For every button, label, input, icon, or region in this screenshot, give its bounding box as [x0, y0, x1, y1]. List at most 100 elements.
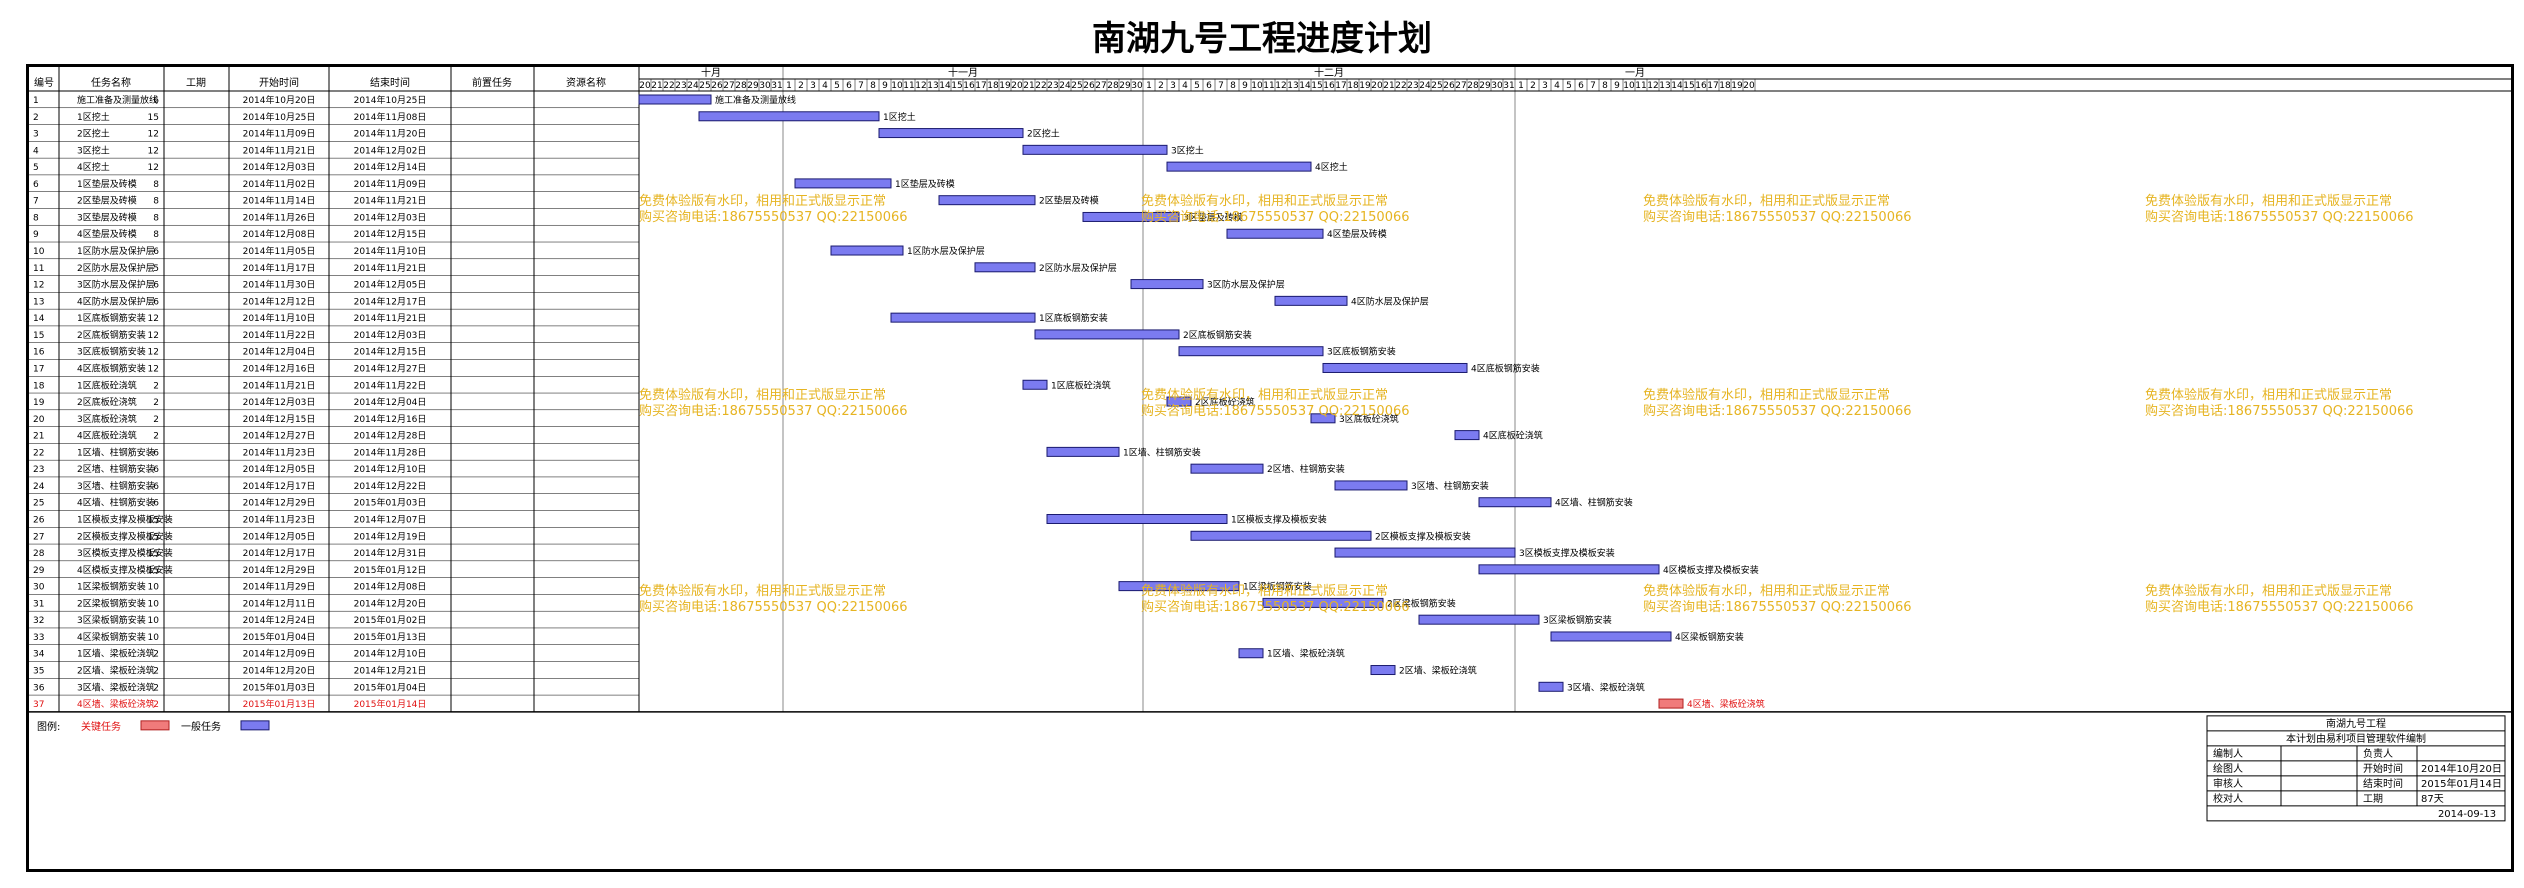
day-label: 9	[1242, 81, 1248, 91]
task-bar	[1478, 564, 1660, 575]
task-bar-label: 3区垫层及砖模	[1183, 211, 1243, 223]
task-start: 2015年01月04日	[243, 631, 316, 643]
task-end: 2014年12月15日	[354, 228, 427, 240]
task-bar-label: 2区墙、柱钢筋安装	[1267, 463, 1345, 475]
day-label: 8	[1602, 81, 1608, 91]
task-start: 2014年11月26日	[243, 211, 316, 223]
task-start: 2014年11月23日	[243, 446, 316, 458]
day-label: 29	[1479, 81, 1491, 91]
task-end: 2014年12月16日	[354, 413, 427, 425]
task-end: 2014年12月31日	[354, 547, 427, 559]
day-label: 1	[1146, 81, 1152, 91]
day-label: 31	[1503, 81, 1514, 91]
task-end: 2014年10月25日	[354, 94, 427, 106]
task-id: 29	[33, 566, 45, 576]
task-id: 10	[33, 247, 45, 257]
task-start: 2014年11月23日	[243, 514, 316, 526]
task-id: 7	[33, 197, 39, 207]
task-name: 4区墙、柱钢筋安装	[77, 497, 155, 509]
task-name: 2区墙、梁板砼浇筑	[77, 665, 155, 677]
task-name: 3区垫层及砖模	[77, 211, 137, 223]
task-bar	[698, 111, 880, 122]
task-name: 2区挖土	[77, 128, 110, 140]
day-label: 20	[639, 81, 651, 91]
task-end: 2014年12月17日	[354, 295, 427, 307]
info-date: 2014-09-13	[2438, 809, 2496, 820]
task-duration: 8	[153, 213, 159, 223]
legend-critical-label: 关键任务	[81, 720, 121, 733]
day-label: 11	[1263, 81, 1274, 91]
task-start: 2014年10月20日	[243, 94, 316, 106]
task-end: 2014年12月21日	[354, 665, 427, 677]
task-duration: 15	[148, 532, 159, 542]
day-label: 16	[963, 81, 975, 91]
task-end: 2014年12月03日	[354, 329, 427, 341]
task-bar	[1262, 597, 1384, 608]
task-name: 1区垫层及砖模	[77, 178, 137, 190]
task-duration: 6	[153, 96, 159, 106]
watermark-line2: 购买咨询电话:18675550537 QQ:22150066	[639, 599, 908, 615]
task-bar-label: 2区底板砼浇筑	[1195, 396, 1255, 408]
task-bar	[1046, 446, 1120, 457]
day-label: 25	[699, 81, 710, 91]
task-bar	[938, 195, 1036, 206]
task-duration: 5	[153, 264, 159, 274]
day-label: 20	[1011, 81, 1023, 91]
day-label: 6	[1206, 81, 1212, 91]
task-id: 27	[33, 532, 44, 542]
day-label: 24	[1419, 81, 1431, 91]
task-end: 2014年12月07日	[354, 514, 427, 526]
watermark-line2: 购买咨询电话:18675550537 QQ:22150066	[1141, 403, 1410, 419]
task-end: 2014年11月08日	[354, 111, 427, 123]
day-label: 28	[1467, 81, 1479, 91]
task-end: 2014年12月19日	[354, 530, 427, 542]
day-label: 22	[1035, 81, 1046, 91]
day-label: 30	[759, 81, 771, 91]
task-bar	[1190, 530, 1372, 541]
day-label: 9	[882, 81, 888, 91]
task-duration: 10	[148, 599, 160, 609]
day-label: 23	[675, 81, 686, 91]
day-label: 19	[999, 81, 1011, 91]
task-end: 2014年12月05日	[354, 279, 427, 291]
day-label: 13	[927, 81, 938, 91]
watermark-line1: 免费体验版有水印，相用和正式版显示正常	[1643, 193, 1890, 209]
task-id: 26	[33, 516, 45, 526]
day-label: 3	[810, 81, 816, 91]
day-label: 4	[822, 81, 828, 91]
day-label: 10	[1623, 81, 1635, 91]
day-label: 29	[1119, 81, 1131, 91]
column-header: 前置任务	[472, 76, 512, 89]
legend-normal-label: 一般任务	[181, 720, 221, 733]
legend-critical-swatch	[140, 720, 170, 731]
task-id: 28	[33, 549, 45, 559]
task-id: 12	[33, 281, 44, 291]
task-duration: 2	[153, 415, 159, 425]
legend-normal-swatch	[240, 720, 270, 731]
task-end: 2014年11月22日	[354, 379, 427, 391]
day-label: 19	[1731, 81, 1743, 91]
task-start: 2014年12月29日	[243, 497, 316, 509]
day-label: 22	[663, 81, 674, 91]
task-id: 24	[33, 482, 45, 492]
task-bar	[1022, 144, 1168, 155]
day-label: 21	[1023, 81, 1034, 91]
task-id: 6	[33, 180, 39, 190]
task-bar-label: 施工准备及测量放线	[715, 94, 796, 106]
info-cell-label: 编制人	[2213, 747, 2243, 760]
task-name: 1区梁板钢筋安装	[77, 581, 146, 593]
task-duration: 10	[148, 633, 160, 643]
day-label: 20	[1371, 81, 1383, 91]
task-duration: 10	[148, 583, 160, 593]
watermark-line1: 免费体验版有水印，相用和正式版显示正常	[2145, 387, 2392, 403]
day-label: 25	[1431, 81, 1442, 91]
watermark-line1: 免费体验版有水印，相用和正式版显示正常	[2145, 583, 2392, 599]
task-start: 2014年11月10日	[243, 312, 316, 324]
column-header: 结束时间	[370, 76, 410, 89]
task-bar	[1550, 631, 1672, 642]
task-name: 4区模板支撑及模板安装	[77, 564, 173, 576]
day-label: 27	[1455, 81, 1466, 91]
day-label: 18	[987, 81, 999, 91]
task-id: 20	[33, 415, 45, 425]
day-label: 15	[1683, 81, 1694, 91]
